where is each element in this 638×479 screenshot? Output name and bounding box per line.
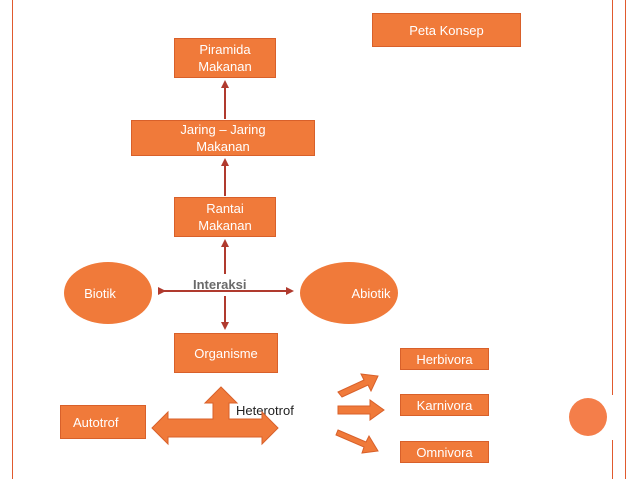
- block-arrow-to-omnivora: [335, 429, 379, 454]
- abiotik-label: Abiotik: [351, 285, 391, 301]
- block-arrow-to-herbivora: [337, 373, 379, 398]
- jaring-makanan-label: Jaring – Jaring Makanan: [180, 122, 266, 154]
- piramida-makanan-box: Piramida Makanan: [174, 38, 276, 78]
- frame-right-line: [612, 0, 613, 395]
- karnivora-box: Karnivora: [400, 394, 489, 416]
- autotrof-label: Autotrof: [73, 414, 119, 430]
- title-text: Peta Konsep: [409, 22, 484, 38]
- abiotik-oval: Abiotik: [300, 262, 398, 324]
- rantai-makanan-box: Rantai Makanan: [174, 197, 276, 237]
- omnivora-label: Omnivora: [416, 444, 473, 460]
- frame-circle: [569, 398, 607, 436]
- piramida-makanan-label: Piramida Makanan: [198, 42, 252, 74]
- title-box: Peta Konsep: [372, 13, 521, 47]
- frame-right-line-outer: [625, 0, 626, 479]
- heterotrof-label: Heterotrof: [236, 403, 294, 418]
- organisme-box: Organisme: [174, 333, 278, 373]
- biotik-oval: Biotik: [64, 262, 152, 324]
- frame-right-line-bottom: [612, 440, 613, 479]
- frame-left-line: [12, 0, 13, 479]
- block-arrow-organisme-split: [151, 386, 279, 446]
- herbivora-label: Herbivora: [416, 351, 473, 367]
- herbivora-box: Herbivora: [400, 348, 489, 370]
- biotik-label: Biotik: [84, 285, 116, 301]
- omnivora-box: Omnivora: [400, 441, 489, 463]
- autotrof-box: Autotrof: [60, 405, 146, 439]
- rantai-makanan-label: Rantai Makanan: [198, 201, 252, 233]
- block-arrow-to-karnivora: [337, 399, 385, 421]
- jaring-makanan-box: Jaring – Jaring Makanan: [131, 120, 315, 156]
- organisme-label: Organisme: [194, 345, 258, 361]
- karnivora-label: Karnivora: [416, 397, 473, 413]
